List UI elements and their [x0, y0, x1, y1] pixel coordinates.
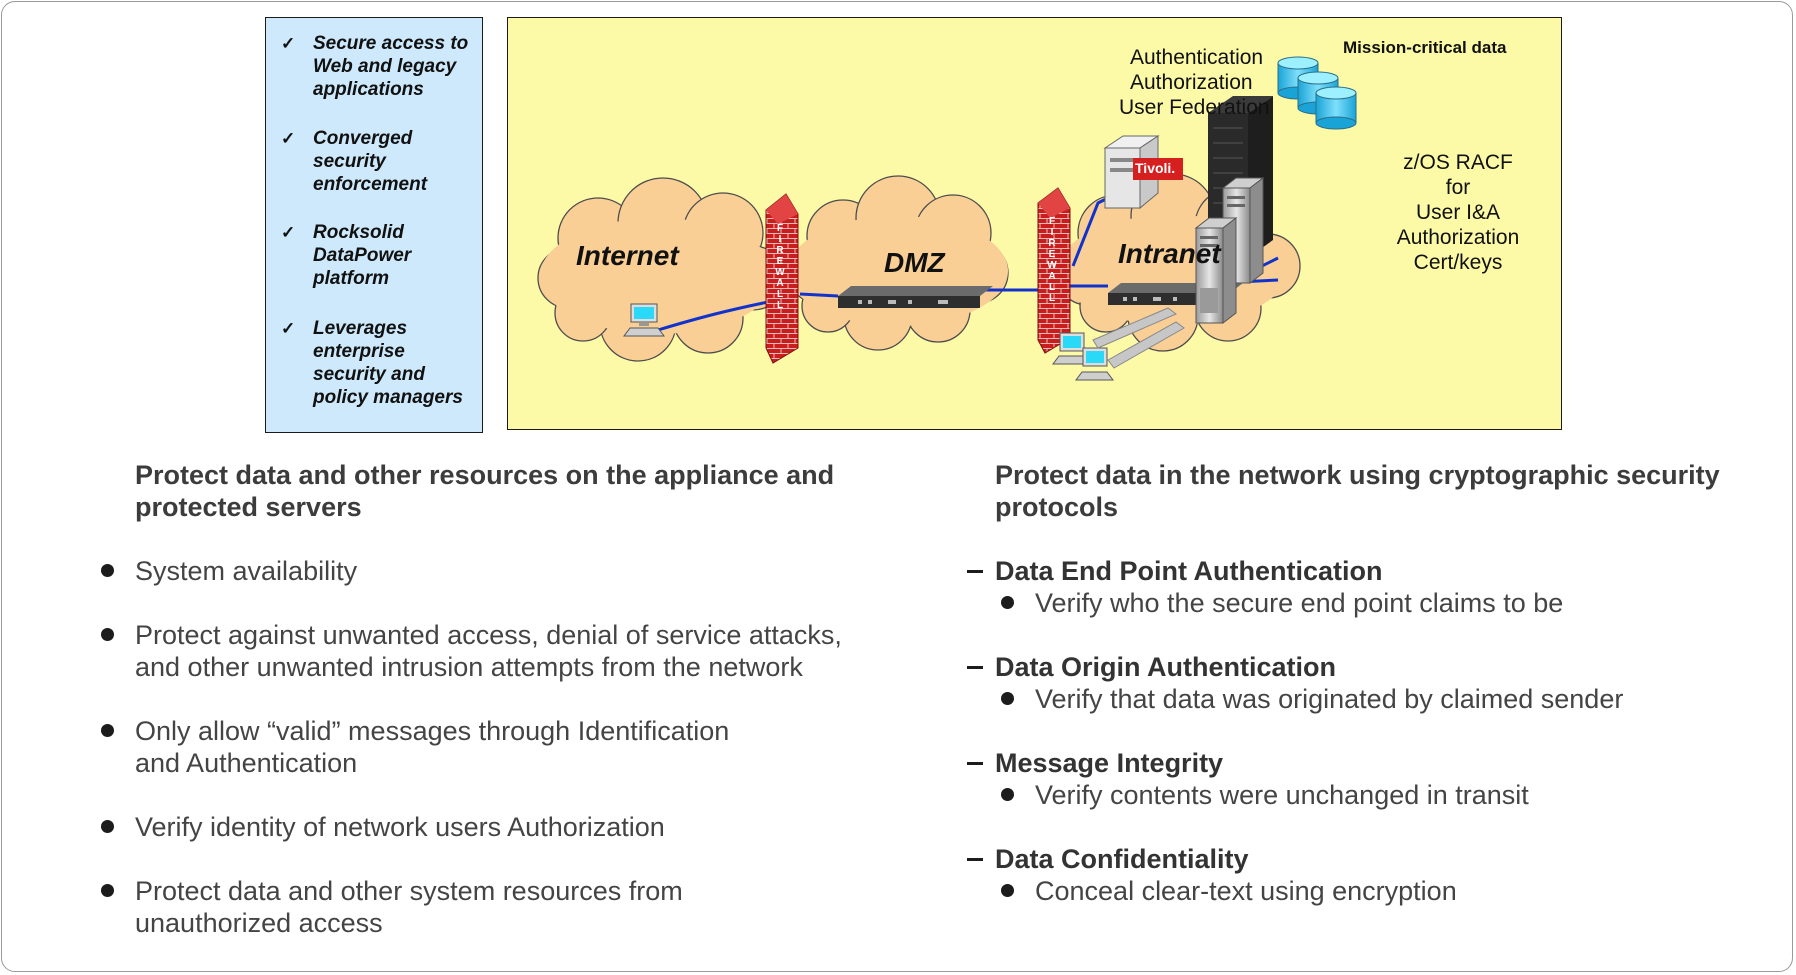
checkmark-icon: ✓	[281, 129, 296, 148]
left-heading-line: Protect data and other resources on the …	[135, 460, 835, 490]
internet-label: Internet	[576, 240, 679, 271]
tivoli-logo: Tivoli.	[1135, 160, 1176, 176]
internet-cloud-fill	[540, 218, 776, 334]
dash-icon	[967, 762, 983, 765]
firewall-letter: F	[1048, 216, 1056, 227]
dmz-label: DMZ	[884, 247, 945, 278]
left-heading: Protect data and other resources on the …	[135, 459, 834, 523]
firewall-letter: L	[776, 300, 784, 311]
bullet-line: System availability	[135, 556, 358, 586]
right-heading-line: Protect data in the network using crypto…	[995, 460, 1720, 490]
bullet-line: Protect against unwanted access, denial …	[135, 620, 842, 650]
bullet-dot-icon	[101, 820, 114, 833]
feature-text: Converged security enforcement	[313, 128, 428, 195]
right-item-title: Data Confidentiality	[995, 844, 1249, 874]
checkmark-icon: ✓	[281, 34, 296, 53]
workstation-internet	[623, 303, 665, 337]
left-bullet-5: Protect data and other system resources …	[135, 875, 683, 939]
feature-item: ✓ Secure access to Web and legacy applic…	[281, 32, 476, 101]
dash-icon	[967, 858, 983, 861]
workstation-intranet-1	[1052, 332, 1091, 365]
firewall-left	[765, 193, 799, 364]
service-user-federation: User Federation	[1119, 96, 1270, 119]
firewall-letter: L	[776, 289, 784, 300]
service-authentication: Authentication	[1130, 46, 1264, 69]
feature-item: ✓ Leverages enterprise security and poli…	[281, 317, 476, 409]
bullet-dot-icon	[1001, 596, 1014, 609]
feature-item: ✓ Converged security enforcement	[281, 127, 476, 196]
checkmark-icon: ✓	[281, 223, 296, 242]
racf-line: Authorization	[1396, 226, 1520, 249]
intranet-label: Intranet	[1118, 238, 1221, 269]
server-tower-front	[1194, 216, 1238, 325]
right-item-detail: Conceal clear-text using encryption	[1035, 876, 1457, 906]
checkmark-icon: ✓	[281, 319, 296, 338]
right-heading: Protect data in the network using crypto…	[995, 459, 1720, 523]
dash-icon	[967, 666, 983, 669]
right-item-title: Data Origin Authentication	[995, 652, 1337, 682]
firewall-letter: L	[1048, 282, 1056, 293]
bullet-dot-icon	[101, 628, 114, 641]
firewall-letter: E	[776, 256, 784, 267]
right-item-title: Message Integrity	[995, 748, 1224, 778]
left-bullet-1: System availability	[135, 555, 357, 587]
feature-text: Leverages enterprise security and policy…	[313, 318, 463, 408]
bullet-dot-icon	[1001, 788, 1014, 801]
bullet-dot-icon	[1001, 692, 1014, 705]
firewall-letter: E	[1048, 249, 1056, 260]
right-item-detail: Verify who the secure end point claims t…	[1035, 588, 1564, 618]
bullet-line: and Authentication	[135, 748, 358, 778]
firewall-letter: F	[776, 223, 784, 234]
racf-label: z/OS RACF for User I&A Authorization Cer…	[1388, 150, 1528, 275]
bullet-line: and other unwanted intrusion attempts fr…	[135, 652, 803, 682]
firewall-letter: A	[1048, 271, 1056, 282]
datapower-appliance-dmz	[838, 286, 993, 308]
right-item-title: Data End Point Authentication	[995, 556, 1383, 586]
racf-line: User I&A	[1415, 201, 1501, 224]
racf-line: z/OS RACF for	[1403, 151, 1513, 199]
bullet-line: Protect data and other system resources …	[135, 876, 683, 906]
firewall-letter: R	[1048, 238, 1056, 249]
firewall-letter: A	[776, 278, 784, 289]
connection-beams	[1092, 307, 1185, 369]
firewall-letter: R	[776, 245, 784, 256]
dash-icon	[967, 570, 983, 573]
network-diagram-graphics	[537, 56, 1357, 381]
feature-text: Rocksolid DataPower platform	[313, 222, 412, 289]
bullet-line: unauthorized access	[135, 908, 383, 938]
service-authorization: Authorization	[1130, 71, 1253, 94]
right-heading-line: protocols	[995, 492, 1119, 522]
tivoli-server	[1103, 135, 1183, 210]
left-bullet-2: Protect against unwanted access, denial …	[135, 619, 842, 683]
bullet-dot-icon	[101, 564, 114, 577]
workstation-intranet-2	[1075, 347, 1114, 381]
right-item-detail: Verify contents were unchanged in transi…	[1035, 780, 1529, 810]
left-bullet-4: Verify identity of network users Authori…	[135, 811, 665, 843]
right-item-detail: Verify that data was originated by claim…	[1035, 684, 1624, 714]
firewall-letter: I	[778, 234, 782, 245]
feature-item: ✓ Rocksolid DataPower platform	[281, 221, 476, 290]
racf-line: Cert/keys	[1413, 251, 1503, 274]
bullet-dot-icon	[1001, 884, 1014, 897]
left-heading-line: protected servers	[135, 492, 362, 522]
bullet-dot-icon	[101, 884, 114, 897]
firewall-letter: I	[1050, 227, 1054, 238]
firewall-letter: W	[775, 267, 785, 278]
firewall-right	[1037, 187, 1071, 354]
bullet-line: Only allow “valid” messages through Iden…	[135, 716, 730, 746]
data-disks	[1277, 56, 1357, 130]
mission-critical-label: Mission-critical data	[1343, 38, 1507, 57]
firewall-letter: L	[1048, 293, 1056, 304]
firewall-letter: W	[1047, 260, 1057, 271]
bullet-dot-icon	[101, 724, 114, 737]
left-bullet-3: Only allow “valid” messages through Iden…	[135, 715, 729, 779]
bullet-line: Verify identity of network users Authori…	[135, 812, 665, 842]
feature-text: Secure access to Web and legacy applicat…	[313, 33, 469, 100]
feature-list-box: ✓ Secure access to Web and legacy applic…	[265, 17, 483, 433]
